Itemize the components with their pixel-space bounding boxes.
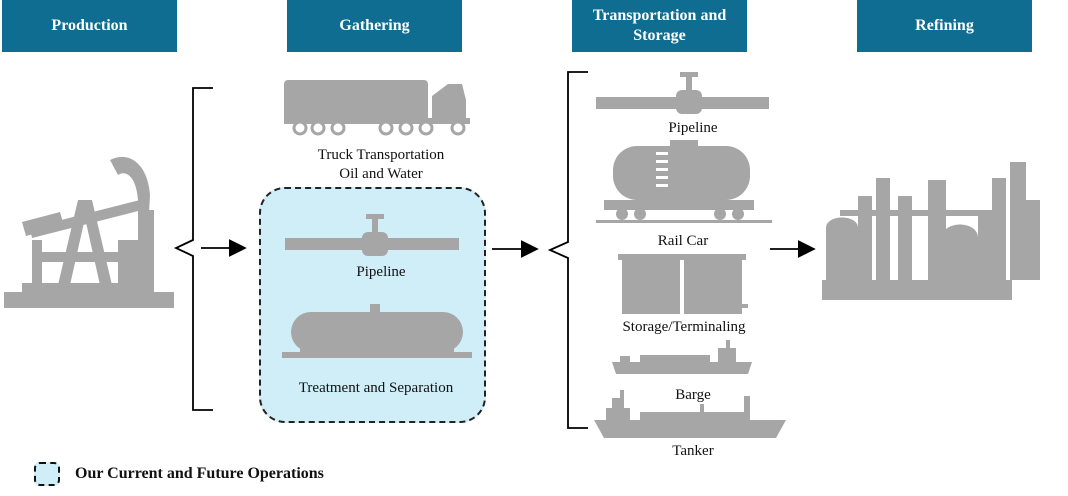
header-refining: Refining	[857, 0, 1032, 52]
tanker-label: Tanker	[672, 443, 714, 459]
storage-tanks-icon	[618, 254, 748, 314]
header-transportation: Transportation and Storage	[572, 0, 747, 52]
truck-icon	[284, 80, 470, 136]
rail-car-icon	[596, 140, 772, 223]
treatment-tank-icon	[282, 304, 472, 358]
header-transportation-label-2: Storage	[633, 27, 686, 44]
refinery-icon	[822, 162, 1040, 300]
header-gathering-label: Gathering	[339, 17, 410, 34]
header-gathering: Gathering	[287, 0, 462, 52]
header-production-label: Production	[51, 17, 128, 34]
rail-car-label: Rail Car	[657, 233, 709, 249]
truck-label-line-1: Truck Transportation	[317, 147, 445, 163]
pump-jack-icon	[4, 156, 174, 308]
treatment-label: Treatment and Separation	[298, 380, 454, 396]
barge-icon	[612, 340, 752, 374]
transport-pipeline-icon	[596, 72, 769, 114]
gathering-pipeline-icon	[285, 214, 459, 256]
bracket-middle-icon	[547, 71, 588, 429]
legend-swatch	[34, 462, 60, 486]
storage-label: Storage/Terminaling	[622, 319, 746, 335]
bracket-left-icon	[173, 87, 213, 411]
truck-label-line-2: Oil and Water	[339, 166, 423, 182]
legend-label: Our Current and Future Operations	[75, 465, 324, 482]
barge-label: Barge	[675, 387, 711, 403]
header-transportation-label-1: Transportation and	[592, 7, 727, 24]
transport-pipeline-label: Pipeline	[668, 120, 718, 136]
tanker-icon	[594, 390, 786, 438]
header-refining-label: Refining	[915, 17, 974, 34]
header-production: Production	[2, 0, 177, 52]
gathering-pipeline-label: Pipeline	[356, 264, 406, 280]
truck-label: Truck Transportation Oil and Water	[285, 146, 477, 184]
